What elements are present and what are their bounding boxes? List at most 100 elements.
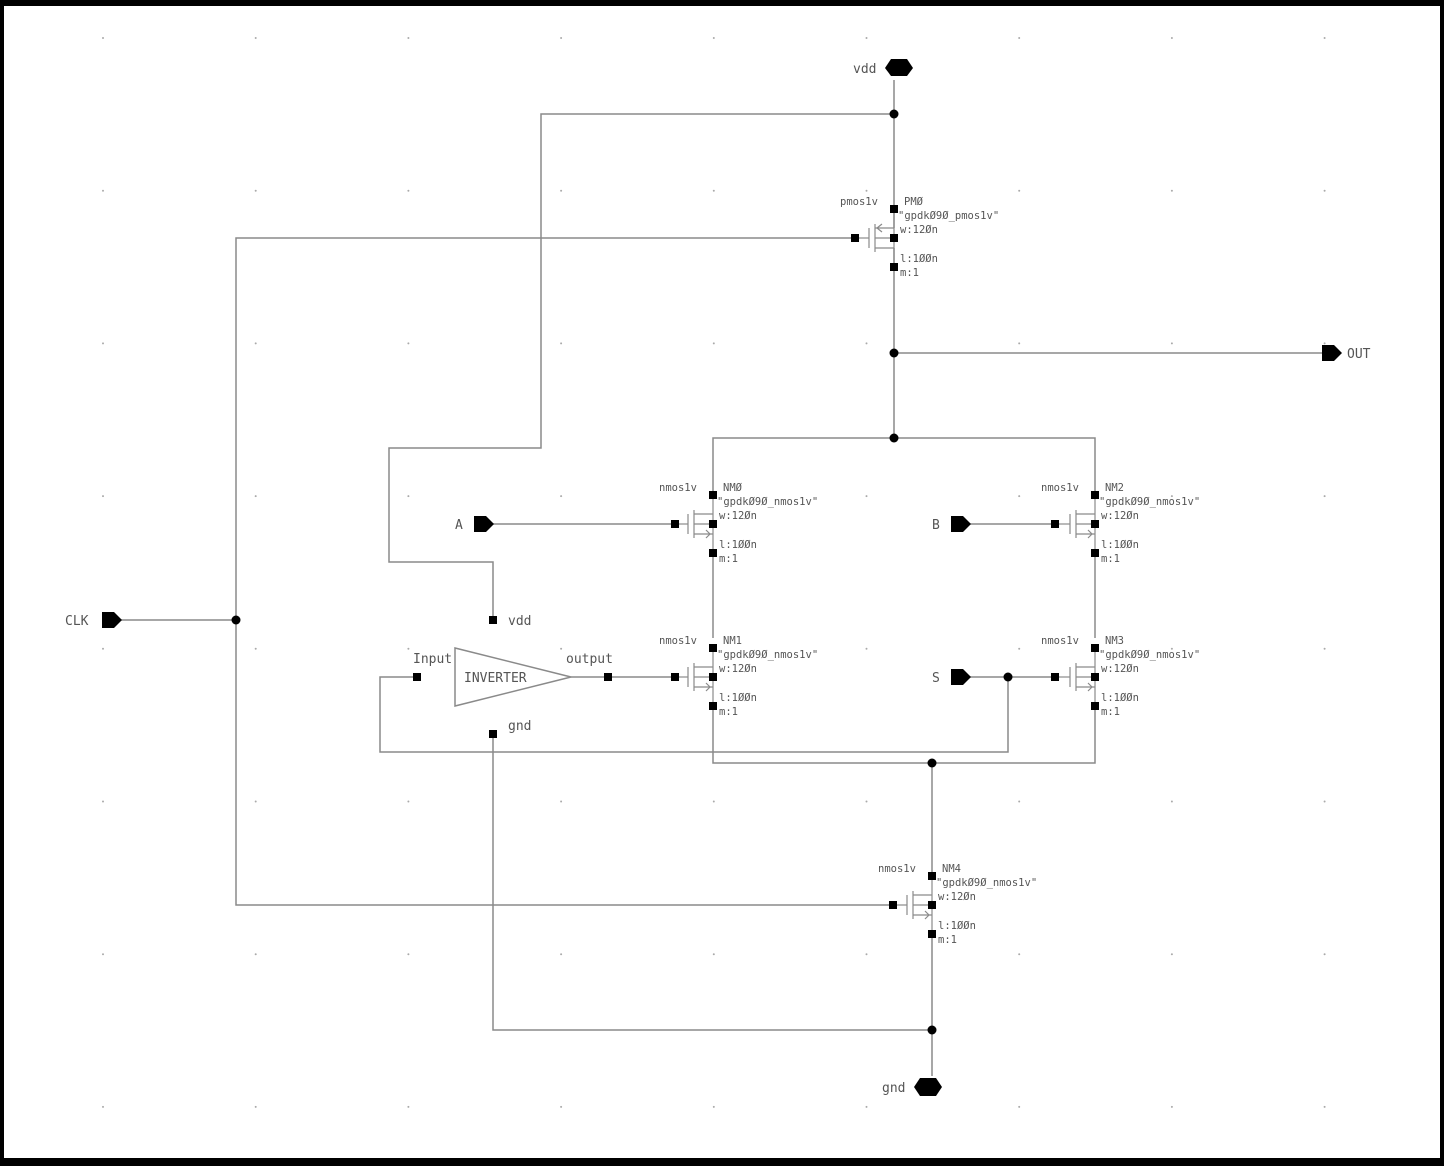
- transistor-cell-label: nmos1v: [878, 863, 916, 875]
- grid-dot: [560, 953, 563, 956]
- grid-dot: [102, 647, 104, 650]
- grid-dot: [560, 495, 563, 498]
- vdd-pin-label: vdd: [853, 62, 876, 77]
- grid-dot: [712, 953, 715, 956]
- grid-dot: [1170, 37, 1173, 39]
- gate-terminal: [1051, 673, 1059, 681]
- pin-vdd[interactable]: vdd: [853, 59, 913, 77]
- grid-dot: [254, 953, 257, 956]
- grid-dot: [865, 1105, 868, 1108]
- a-pin-label: A: [455, 518, 463, 533]
- grid-dot: [1170, 342, 1173, 345]
- grid-dot: [560, 800, 563, 803]
- grid-dot: [1018, 37, 1021, 39]
- grid-dot: [865, 495, 868, 498]
- pin-a[interactable]: A: [455, 516, 494, 533]
- grid-dot: [1323, 342, 1326, 345]
- grid-dot: [865, 342, 868, 345]
- bulk-terminal: [709, 673, 717, 681]
- inverter-output-label: output: [566, 652, 613, 667]
- grid-dot: [1170, 800, 1173, 803]
- grid-dot: [407, 953, 410, 956]
- transistor-instance-label: NM3: [1105, 635, 1124, 647]
- s-pin-shape: [951, 669, 971, 685]
- grid-dot: [254, 495, 257, 498]
- nmos-arrow: [1087, 682, 1093, 692]
- transistor-width-label: w:12Øn: [719, 510, 757, 522]
- transistor-instance-label: NM2: [1105, 482, 1124, 494]
- grid-dot: [1170, 1105, 1173, 1108]
- vdd-pin-shape: [885, 59, 913, 76]
- inverter-symbol[interactable]: INVERTER Input output vdd gnd: [413, 614, 613, 738]
- transistor-width-label: w:12Øn: [938, 891, 976, 903]
- drain-terminal: [1091, 644, 1099, 652]
- wire-inverter-gnd: [492, 737, 932, 1031]
- grid-dot: [865, 800, 868, 803]
- grid-dot: [1323, 800, 1326, 803]
- drain-terminal: [709, 644, 717, 652]
- grid-dot: [254, 800, 257, 803]
- inverter-label: INVERTER: [464, 671, 527, 686]
- grid-dot: [560, 1105, 563, 1108]
- grid-dot: [1323, 953, 1326, 956]
- junction-dots: [231, 109, 1013, 1035]
- grid-dot: [102, 189, 104, 192]
- junction-out: [889, 348, 899, 358]
- transistor-length-label: l:1ØØn: [1101, 539, 1139, 551]
- grid-dot: [254, 647, 257, 650]
- transistor-cell-label: nmos1v: [1041, 482, 1079, 494]
- gate-terminal: [671, 673, 679, 681]
- grid-dot: [407, 647, 410, 650]
- nmos-arrow: [1087, 529, 1093, 539]
- a-pin-shape: [474, 516, 494, 532]
- grid-dot: [712, 189, 715, 192]
- pin-out[interactable]: OUT: [1322, 345, 1371, 362]
- grid-dot: [712, 800, 715, 803]
- clk-pin-shape: [102, 612, 122, 628]
- gnd-pin-label: gnd: [882, 1081, 905, 1096]
- drain-terminal: [890, 205, 898, 213]
- nmos-arrow: [705, 682, 711, 692]
- grid-dot: [102, 800, 104, 803]
- source-terminal: [1091, 702, 1099, 710]
- clk-pin-label: CLK: [65, 614, 89, 629]
- wire-s-inverter: [379, 676, 1009, 753]
- grid-dot: [1323, 495, 1326, 498]
- transistor-cell-label: nmos1v: [1041, 635, 1079, 647]
- grid-dot: [254, 189, 257, 192]
- grid-dot: [254, 37, 257, 39]
- grid-dot: [102, 37, 104, 39]
- grid-dot: [712, 1105, 715, 1108]
- pin-b[interactable]: B: [932, 516, 971, 533]
- grid-dot: [1323, 37, 1326, 39]
- grid-dot: [254, 342, 257, 345]
- junction-vdd: [889, 109, 899, 119]
- bulk-terminal: [1091, 520, 1099, 528]
- grid-dot: [407, 495, 410, 498]
- grid-dot: [1323, 1105, 1326, 1108]
- transistor-instance-label: NMØ: [723, 482, 743, 494]
- grid-dot: [102, 953, 104, 956]
- pin-clk[interactable]: CLK: [65, 612, 122, 629]
- grid-dot: [407, 37, 410, 39]
- transistor-length-label: l:1ØØn: [719, 692, 757, 704]
- grid-dot: [1170, 953, 1173, 956]
- grid-dot: [560, 37, 563, 39]
- inverter-gnd-label: gnd: [508, 719, 531, 734]
- gate-terminal: [671, 520, 679, 528]
- grid-dot: [1170, 495, 1173, 498]
- pin-s[interactable]: S: [932, 669, 971, 686]
- grid-dot: [865, 953, 868, 956]
- pin-gnd[interactable]: gnd: [882, 1078, 942, 1096]
- junction-bottom-bus: [927, 758, 937, 768]
- inverter-vdd-label: vdd: [508, 614, 531, 629]
- grid-dot: [1018, 1105, 1021, 1108]
